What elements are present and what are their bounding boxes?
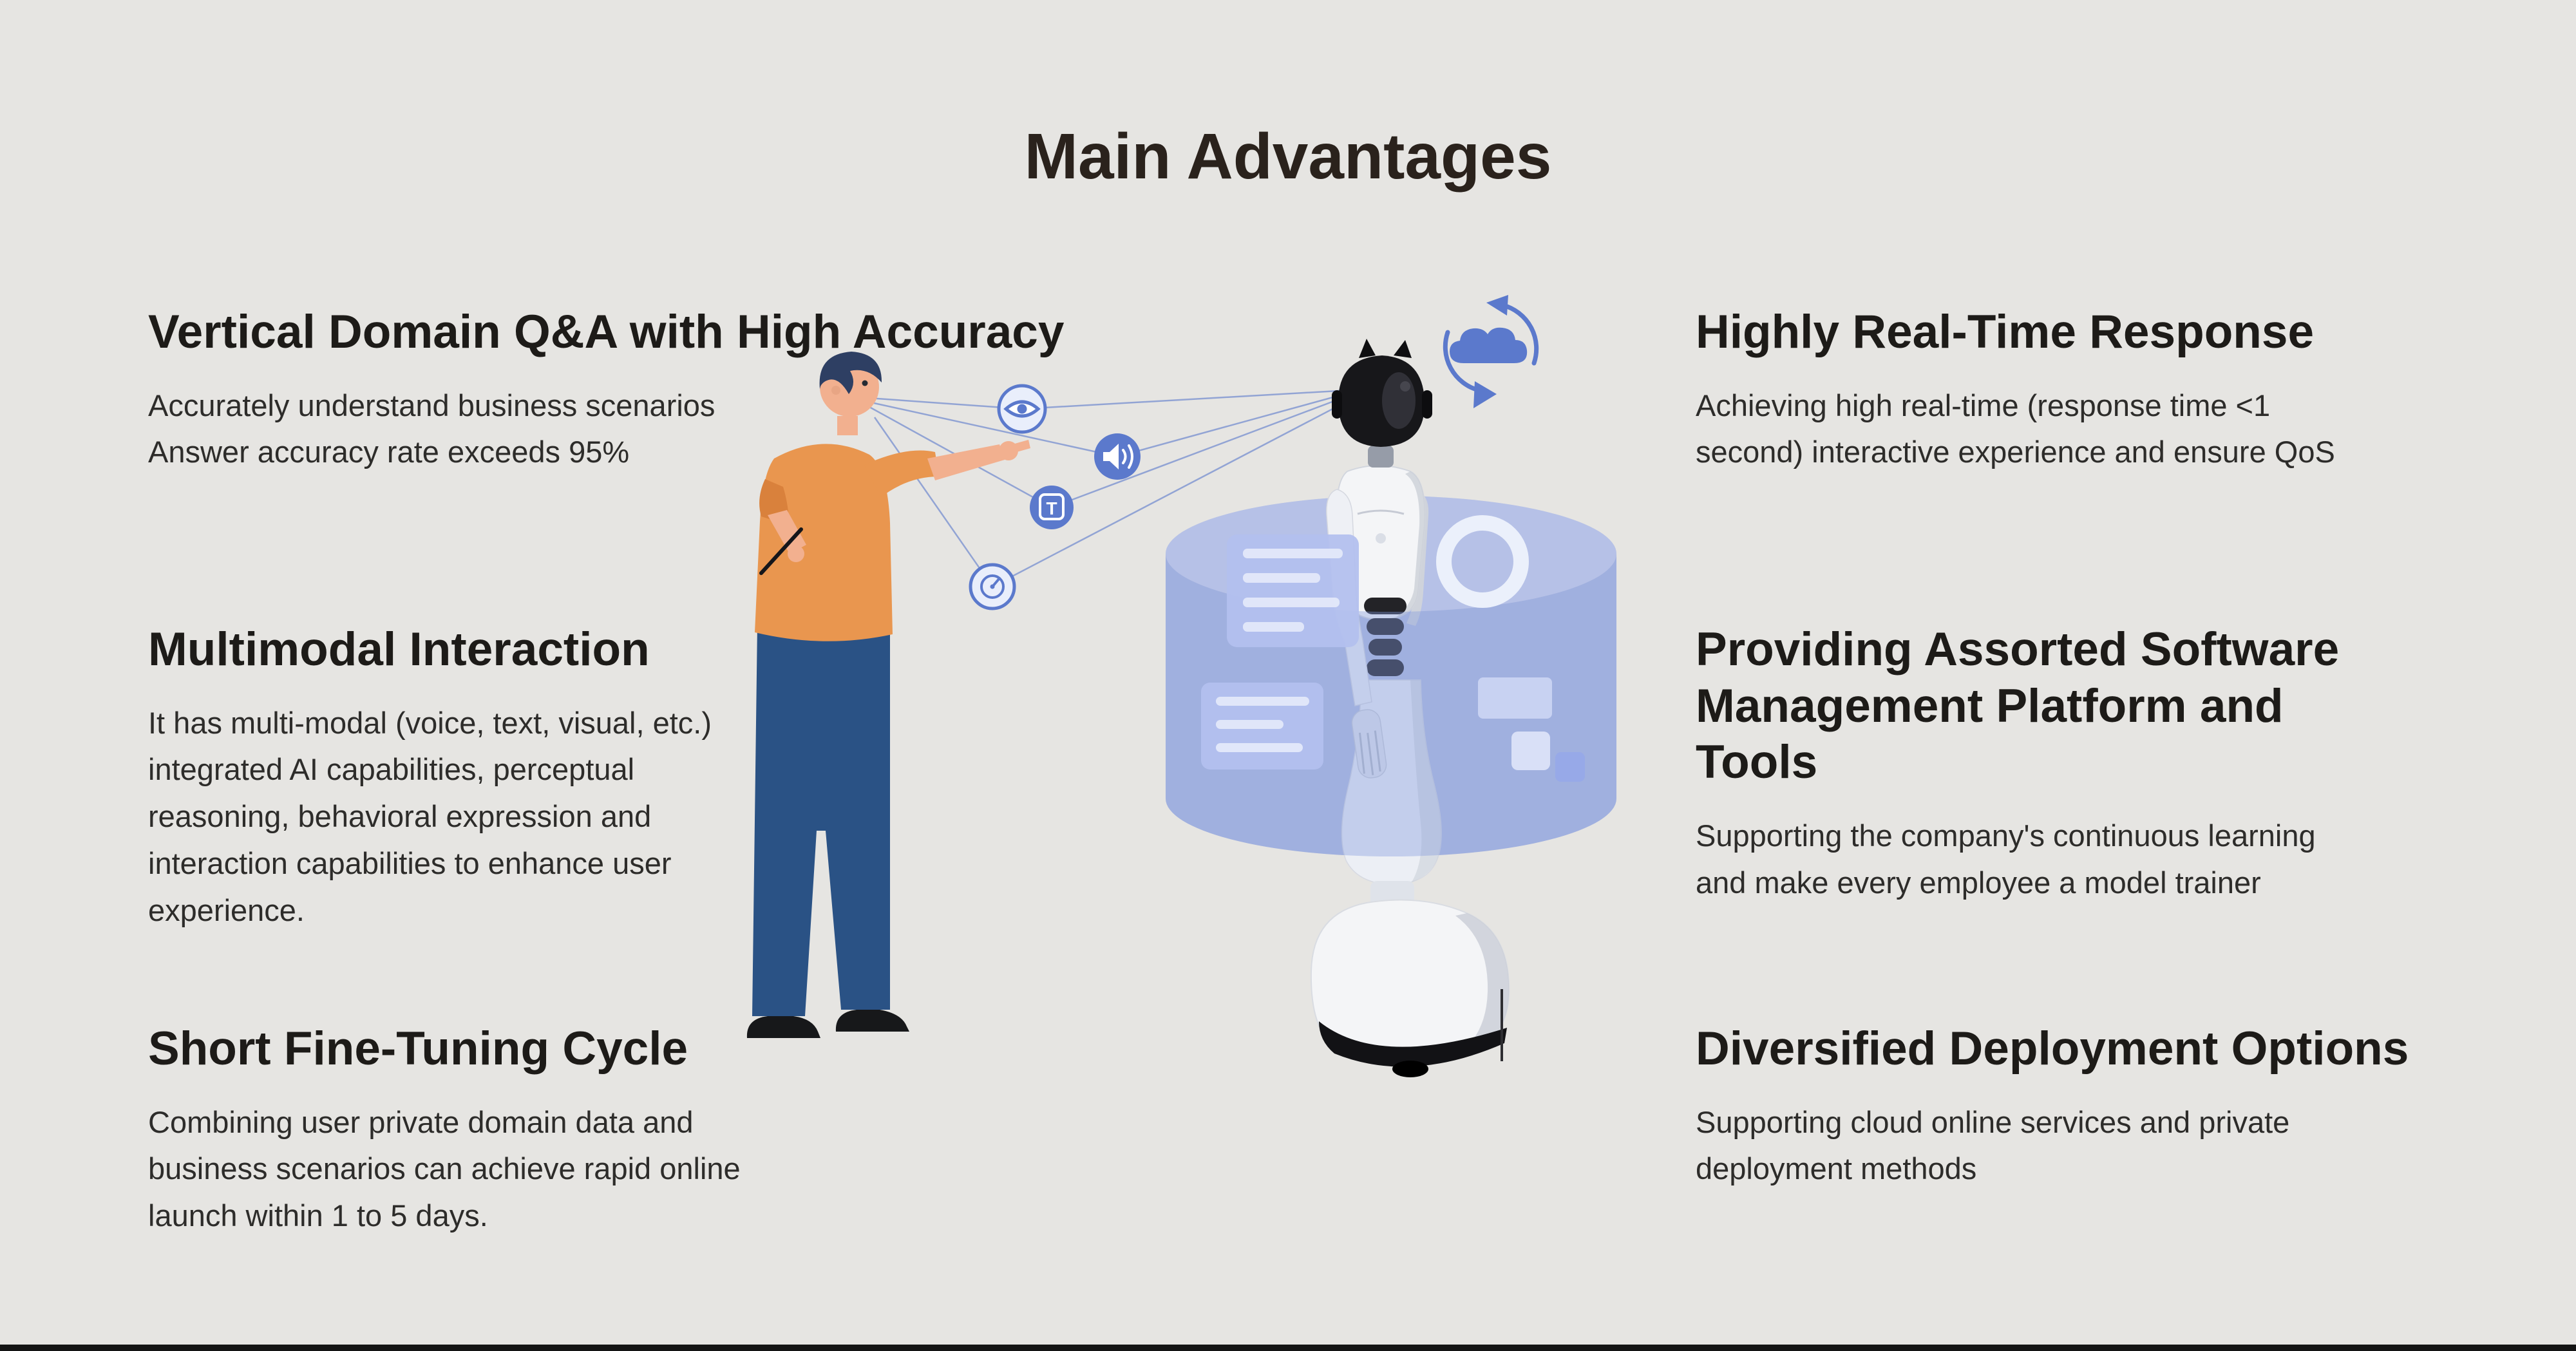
human-robot-interaction-illustration: T bbox=[715, 270, 1649, 1127]
section-body-vertical-qa: Accurately understand business scenarios… bbox=[148, 388, 715, 469]
section-multimodal: Multimodal Interaction It has multi-moda… bbox=[148, 621, 760, 934]
ui-card-left bbox=[1227, 534, 1359, 647]
person-shoe-left bbox=[746, 1016, 820, 1038]
robot-chest-light bbox=[1376, 533, 1386, 543]
section-body-multimodal: It has multi-modal (voice, text, visual,… bbox=[148, 705, 712, 927]
person-ear bbox=[831, 386, 840, 395]
cloud-sync-icon bbox=[1443, 295, 1539, 408]
person-hair bbox=[819, 352, 882, 394]
section-heading-fine-tuning: Short Fine-Tuning Cycle bbox=[148, 1023, 688, 1075]
robot-ear-right bbox=[1422, 390, 1432, 419]
robot-hand bbox=[1351, 709, 1387, 779]
section-vertical-qa: Vertical Domain Q&A with High Accuracy A… bbox=[148, 304, 1065, 476]
person-hand-left bbox=[788, 545, 804, 562]
section-heading-vertical-qa: Vertical Domain Q&A with High Accuracy bbox=[148, 306, 1065, 358]
robot-wheel bbox=[1392, 1061, 1428, 1077]
robot-head-tufts bbox=[1359, 339, 1412, 358]
person-pants bbox=[752, 625, 890, 1016]
robot-base-underside bbox=[1319, 1021, 1507, 1067]
person-shoe-right bbox=[835, 1010, 909, 1032]
cloud-glyph bbox=[1450, 327, 1528, 363]
robot-ear-left bbox=[1332, 390, 1342, 419]
section-body-software-platform: Supporting the company's continuous lear… bbox=[1696, 818, 2316, 900]
robot-chest-line bbox=[1357, 509, 1405, 515]
section-deployment: Diversified Deployment Options Supportin… bbox=[1696, 1021, 2409, 1193]
person-finger bbox=[1012, 440, 1030, 453]
robot-figure bbox=[1310, 339, 1510, 1077]
section-heading-realtime: Highly Real-Time Response bbox=[1696, 306, 2315, 358]
motion-icon bbox=[969, 563, 1016, 610]
section-heading-deployment: Diversified Deployment Options bbox=[1696, 1023, 2409, 1075]
ui-card-bottom-left bbox=[1201, 683, 1323, 770]
section-body-fine-tuning: Combining user private domain data and b… bbox=[148, 1104, 741, 1233]
robot-base-shade bbox=[1454, 913, 1510, 1057]
robot-face-highlight bbox=[1400, 381, 1410, 392]
person-arm-left-forearm bbox=[768, 510, 806, 554]
section-realtime: Highly Real-Time Response Achieving high… bbox=[1696, 304, 2365, 476]
stylus bbox=[759, 527, 803, 575]
hologram-ui-cards bbox=[1201, 515, 1585, 782]
bottom-bar bbox=[0, 1345, 2576, 1351]
robot-hips-shade bbox=[1410, 680, 1442, 882]
ui-square-small bbox=[1555, 752, 1585, 782]
ui-panel-right bbox=[1478, 677, 1552, 719]
person-eye bbox=[862, 380, 868, 386]
section-body-deployment: Supporting cloud online services and pri… bbox=[1696, 1104, 2290, 1186]
section-heading-software-platform: Providing Assorted Software Management P… bbox=[1696, 623, 2340, 789]
vision-icon bbox=[997, 384, 1047, 434]
text-icon-glyph: T bbox=[1046, 498, 1057, 518]
section-body-realtime: Achieving high real-time (response time … bbox=[1696, 388, 2335, 469]
ui-square-large bbox=[1511, 732, 1550, 770]
section-heading-multimodal: Multimodal Interaction bbox=[148, 623, 650, 676]
person-arm-raised-forearm bbox=[927, 444, 1005, 480]
section-software-platform: Providing Assorted Software Management P… bbox=[1696, 621, 2365, 906]
person-shirt bbox=[755, 444, 893, 641]
person-neck bbox=[837, 416, 858, 435]
section-fine-tuning: Short Fine-Tuning Cycle Combining user p… bbox=[148, 1021, 792, 1240]
robot-waist-joints bbox=[1364, 598, 1406, 676]
robot-neck bbox=[1368, 446, 1394, 468]
robot-torso-shade bbox=[1395, 471, 1425, 618]
ui-ring-element bbox=[1436, 515, 1529, 608]
text-icon: T bbox=[1030, 486, 1074, 529]
person-figure bbox=[746, 352, 1030, 1038]
person-arm-raised-sleeve bbox=[864, 450, 939, 497]
robot-face-sheen bbox=[1382, 372, 1416, 429]
page-title: Main Advantages bbox=[1024, 120, 1552, 193]
voice-icon bbox=[1094, 433, 1141, 480]
